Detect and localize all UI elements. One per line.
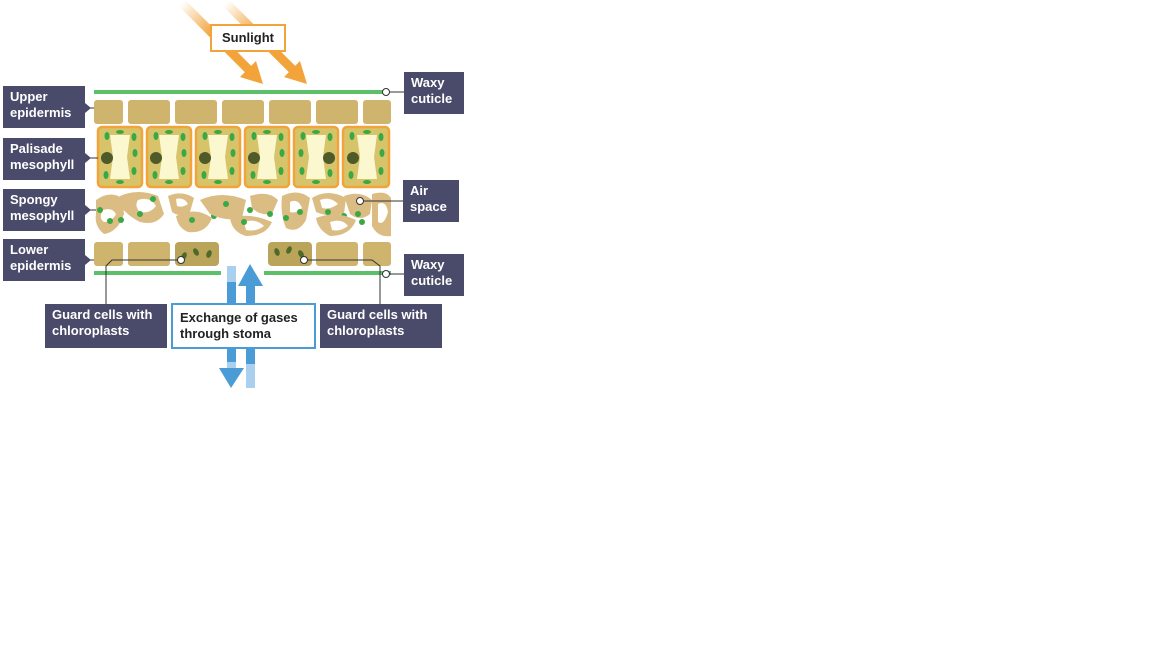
spongy-mesophyll-cells xyxy=(95,192,391,237)
leader-endpoints xyxy=(177,88,390,278)
label-pointers xyxy=(85,103,91,265)
upper-epidermis-cells xyxy=(94,100,391,124)
palisade-mesophyll-cells xyxy=(96,125,391,189)
upper-waxy-cuticle xyxy=(94,90,389,94)
lower-waxy-cuticle-left xyxy=(94,271,221,275)
lower-epidermis-cells xyxy=(94,242,391,266)
lower-waxy-cuticle-right xyxy=(264,271,391,275)
sunlight-label: Sunlight xyxy=(210,24,286,52)
